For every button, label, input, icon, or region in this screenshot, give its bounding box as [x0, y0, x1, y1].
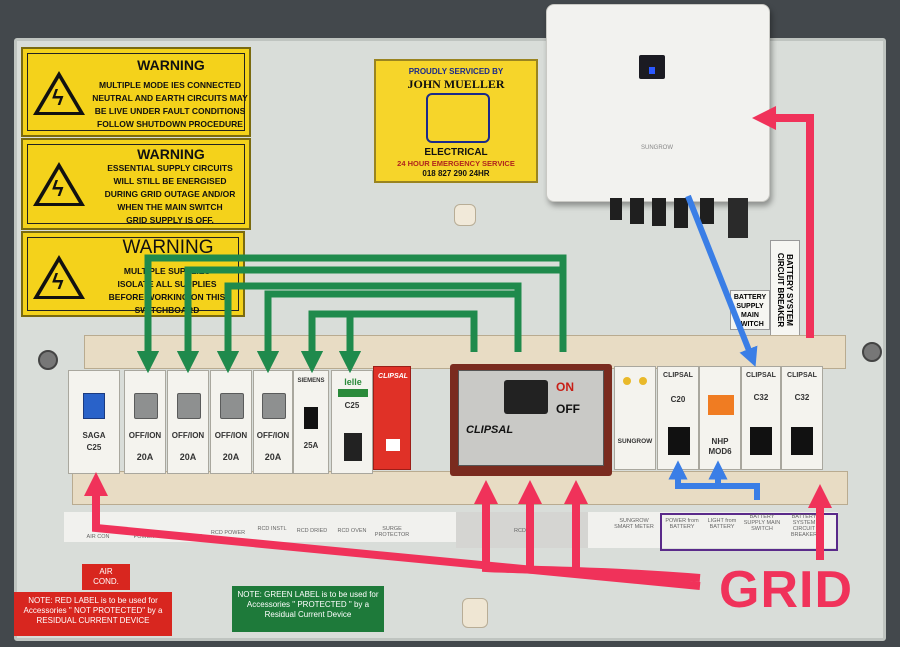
green-label-note: NOTE: GREEN LABEL is to be used for Acce… [232, 586, 384, 632]
toggle-switch[interactable] [262, 393, 286, 419]
surge-protector: CLIPSAL [373, 366, 411, 470]
toggle-switch[interactable] [304, 407, 318, 429]
breaker-rcd-oven[interactable]: lelle C25 [331, 370, 373, 474]
warning-title: WARNING [122, 237, 214, 258]
green-arrows [136, 254, 567, 374]
din-rail-top [84, 335, 846, 369]
power-outlet-icon [426, 93, 490, 143]
toggle-switch[interactable] [791, 427, 813, 455]
breaker-battery-supply-main-switch[interactable]: CLIPSAL C32 [741, 366, 781, 470]
electric-hazard-icon [33, 71, 85, 115]
breaker-rcd-lights[interactable]: OFF/ION 20A [167, 370, 209, 474]
breaker-power[interactable]: OFF/ION 20A [124, 370, 166, 474]
warning-title: WARNING [137, 146, 205, 162]
sungrow-smart-meter: SUNGROW [614, 366, 656, 470]
sungrow-inverter: SUNGROW [546, 4, 770, 202]
breaker-rcd-power[interactable]: OFF/ION 20A [210, 370, 252, 474]
electric-hazard-icon [33, 255, 85, 299]
battery-breaker-label: BATTERY SYSTEM CIRCUIT BREAKER [770, 240, 800, 336]
battery-circuits-group [660, 513, 838, 551]
warning-title: WARNING [137, 57, 205, 73]
pink-grid-arrows [84, 106, 832, 590]
toggle-switch[interactable] [220, 393, 244, 419]
inverter-display [639, 55, 665, 79]
toggle-switch[interactable] [177, 393, 201, 419]
breaker-light-from-battery[interactable]: NHP MOD6 [699, 366, 741, 470]
toggle-switch[interactable] [134, 393, 158, 419]
toggle-switch[interactable] [83, 393, 105, 419]
toggle-switch[interactable] [344, 433, 362, 461]
electric-hazard-icon [33, 162, 85, 206]
plastic-clip [462, 598, 488, 628]
main-switch[interactable]: ON OFF CLIPSAL [450, 364, 612, 476]
toggle-switch[interactable] [750, 427, 772, 455]
grid-annotation-label: GRID [719, 561, 853, 619]
plastic-clip [454, 204, 476, 226]
service-label: PROUDLY SERVICED BY JOHN MUELLER ELECTRI… [374, 59, 538, 183]
breaker-battery-system-circuit[interactable]: CLIPSAL C32 [781, 366, 823, 470]
breaker-rcd-instl[interactable]: OFF/ION 20A [253, 370, 293, 474]
red-label-note: NOTE: RED LABEL is to be used for Access… [14, 592, 172, 636]
inverter-connectors [600, 198, 750, 238]
breaker-aircon[interactable]: SAGA C25 [68, 370, 120, 474]
breaker-power-from-battery[interactable]: CLIPSAL C20 [657, 366, 699, 470]
screw [862, 342, 882, 362]
blue-arrows [668, 194, 760, 500]
toggle-switch[interactable] [708, 395, 734, 415]
screw [38, 350, 58, 370]
circuit-label-strip [64, 512, 456, 542]
rotary-handle[interactable] [504, 380, 548, 414]
toggle-switch[interactable] [668, 427, 690, 455]
